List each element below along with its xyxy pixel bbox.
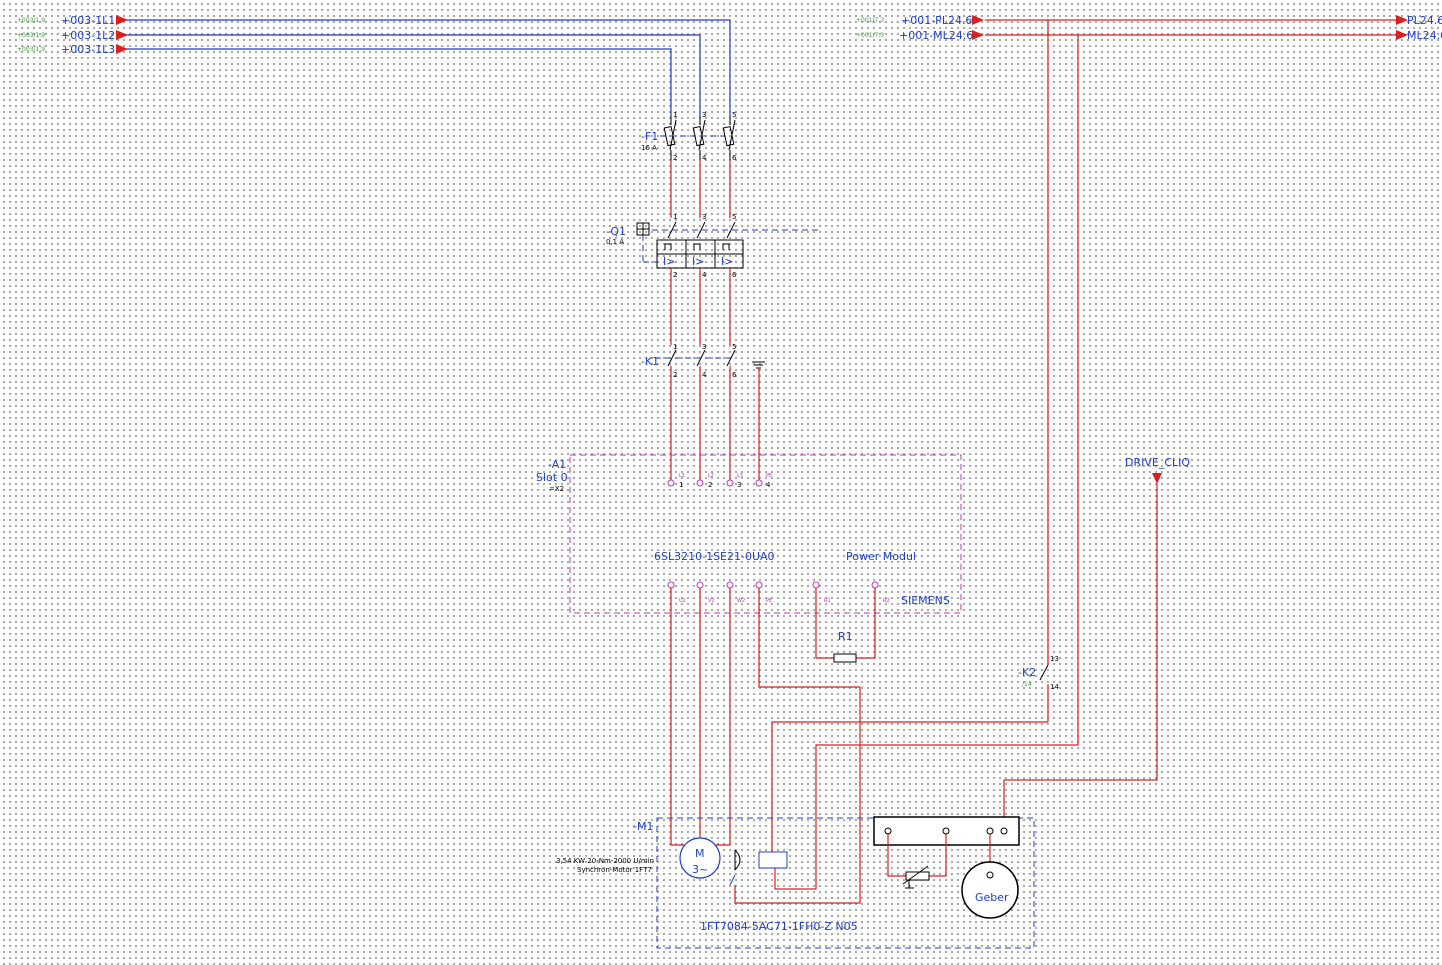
a1-x2: =X2 — [549, 485, 564, 493]
a1-in-l1: L1 — [679, 473, 685, 479]
f1-pin3: 3 — [702, 111, 706, 119]
label-ml-out: ML24.6 — [1407, 29, 1442, 42]
encoder-label: Geber — [975, 891, 1009, 904]
f1-tag: -F1 — [641, 130, 658, 143]
power-module-a1 — [569, 454, 962, 614]
q1-pin2: 2 — [673, 271, 677, 279]
a1-input-terminals — [667, 479, 763, 487]
a1-part-number: 6SL3210-1SE21-0UA0 — [654, 550, 775, 563]
k1-pin4: 4 — [702, 371, 707, 379]
k2-ref: /14 — [1022, 681, 1032, 688]
resistor-r1 — [815, 588, 876, 663]
a1-out-r2: R2 — [883, 598, 890, 604]
a1-slot: Slot 0 — [536, 471, 568, 484]
label-l2: +003-1L2 — [61, 29, 115, 42]
a1-in-l2: L2 — [708, 473, 714, 479]
k2-pin13: 13 — [1050, 655, 1059, 663]
motor-spec-2: Synchron-Motor 1FT7 — [577, 866, 652, 874]
f1-pin1: 1 — [673, 111, 677, 119]
drive-cliq-label: DRIVE_CLIQ — [1125, 456, 1190, 469]
k1-pin3: 3 — [702, 343, 706, 351]
a1-out-u2: U2 — [679, 598, 686, 604]
drive-cliq-wire — [1003, 484, 1158, 830]
label-l3: +003-1L3 — [61, 43, 115, 56]
k1-pin2: 2 — [673, 371, 677, 379]
k2-pin14: 14 — [1050, 683, 1059, 691]
motor-3: 3~ — [692, 863, 708, 876]
ref-pl: +001/7.3 — [856, 17, 884, 24]
q1-pin5: 5 — [732, 213, 736, 221]
a1-power-modul: Power Modul — [846, 550, 916, 563]
wires-k1-a1 — [670, 366, 760, 480]
ref-l3: +003/1.9 — [17, 46, 45, 53]
encoder-symbol — [961, 834, 1019, 919]
a1-in-l3: L3 — [737, 473, 743, 479]
q1-tag: -Q1 — [606, 225, 626, 238]
ref-ml: +001/7.3 — [856, 32, 884, 39]
motor-power-wires — [670, 588, 861, 904]
ref-l1: +003/1.9 — [17, 17, 45, 24]
a1-in-pe: PE — [766, 473, 772, 479]
r1-tag: R1 — [838, 630, 853, 643]
a1-manufacturer: SIEMENS — [901, 594, 950, 607]
a1-output-terminals — [667, 581, 879, 589]
a1-in-num2: 2 — [708, 481, 712, 489]
supply-arrows — [116, 15, 128, 54]
contactor-k1 — [655, 349, 765, 369]
f1-pin6: 6 — [732, 154, 737, 162]
ref-l2: +003/1.9 — [17, 32, 45, 39]
a1-out-pe: PE — [766, 598, 772, 604]
control-arrows — [972, 15, 1408, 40]
q1-pin1: 1 — [673, 213, 677, 221]
motor-m1-box — [656, 817, 1035, 949]
control-supply-wires — [774, 19, 1400, 890]
a1-in-num3: 3 — [737, 481, 741, 489]
a1-in-num1: 1 — [679, 481, 683, 489]
wires-q1-k1 — [670, 268, 731, 345]
k1-pin5: 5 — [732, 343, 736, 351]
k1-pin1: 1 — [673, 343, 677, 351]
f1-pin4: 4 — [702, 154, 707, 162]
m1-tag: -M1 — [633, 820, 653, 833]
k2-tag: -K2 — [1018, 666, 1036, 679]
k1-tag: -K1 — [641, 355, 659, 368]
motor-symbol — [679, 837, 721, 879]
wires-f1-q1 — [670, 160, 731, 218]
motor-part-number: 1FT7084-5AC71-1FH0-Z N05 — [700, 920, 858, 933]
q1-trip-1: I> — [663, 255, 675, 268]
motor-spec-1: 3,54 KW 20-Nm-2000 U/min — [556, 857, 654, 865]
supply-wires — [125, 19, 731, 115]
label-pl: +001-PL24.6 — [901, 14, 972, 27]
a1-out-v2: V2 — [708, 598, 715, 604]
temperature-sensor — [887, 834, 947, 889]
fuse-f1 — [660, 115, 736, 160]
a1-tag: -A1 — [548, 458, 566, 471]
label-ml: +001-ML24.6 — [899, 29, 973, 42]
label-l1: +003-1L1 — [61, 14, 115, 27]
a1-out-w2: W2 — [737, 598, 745, 604]
q1-pin3: 3 — [702, 213, 706, 221]
motor-brake — [729, 849, 788, 886]
f1-pin5: 5 — [732, 111, 736, 119]
breaker-q1 — [636, 221, 820, 269]
q1-pin6: 6 — [732, 271, 737, 279]
q1-trip-2: I> — [692, 255, 704, 268]
k1-pin6: 6 — [732, 371, 737, 379]
a1-out-r1: R1 — [824, 598, 831, 604]
drive-cliq-arrow — [1152, 473, 1162, 484]
q1-rating: 0,1 A — [606, 238, 624, 246]
f1-pin2: 2 — [673, 154, 677, 162]
a1-in-num4: 4 — [766, 481, 771, 489]
q1-trip-3: I> — [721, 255, 733, 268]
f1-rating: 16 A — [641, 144, 657, 152]
q1-pin4: 4 — [702, 271, 707, 279]
motor-m: M — [695, 847, 705, 860]
label-pl-out: PL24.6 — [1407, 14, 1442, 27]
contact-k2 — [771, 664, 1049, 855]
